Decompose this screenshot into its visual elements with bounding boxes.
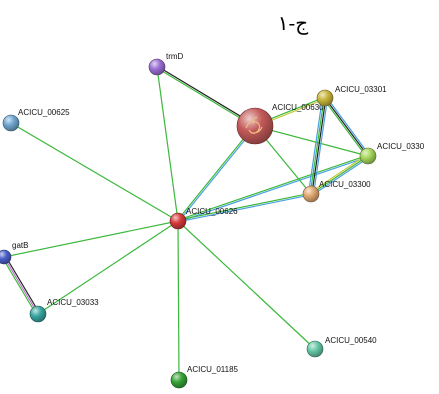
node-circle[interactable] <box>236 107 274 145</box>
edge-line <box>323 98 368 158</box>
node-label: ACICU_03301 <box>335 85 387 94</box>
edge-line <box>312 98 329 195</box>
edge-line <box>178 156 369 223</box>
node-ACICU_00540[interactable]: ACICU_00540 <box>306 336 377 358</box>
edge-line <box>177 192 311 221</box>
node-circle[interactable] <box>359 147 377 165</box>
node-label: trmD <box>166 52 184 61</box>
edge-line <box>310 155 369 195</box>
edge-line <box>325 96 370 156</box>
nodes-layer: trmD ACICU_00625 ACICU_00630 ACICU_03301ACI… <box>0 52 425 389</box>
edge-line <box>178 194 312 223</box>
edge-line <box>156 67 255 128</box>
edge-line <box>37 220 179 315</box>
node-circle[interactable] <box>316 89 334 107</box>
edge-ACICU_00626-ACICU_00540 <box>177 220 316 350</box>
edge-line <box>177 220 180 381</box>
node-circle[interactable] <box>29 305 47 323</box>
node-ACICU_00626[interactable]: ACICU_00626 <box>169 207 238 230</box>
node-label: ACICU_00626 <box>186 207 238 216</box>
edge-line <box>177 154 368 221</box>
edges-layer <box>2 65 370 381</box>
edge-line <box>2 257 38 316</box>
node-ACICU_03300[interactable]: ACICU_03300 <box>302 180 371 203</box>
edge-line <box>254 125 369 157</box>
edge-line <box>311 156 370 196</box>
node-ACICU_00625[interactable]: ACICU_00625 <box>2 108 70 132</box>
node-circle[interactable] <box>169 212 187 230</box>
node-circle[interactable] <box>170 371 188 389</box>
edge-line <box>156 66 179 222</box>
node-ACICU_00630[interactable]: ACICU_00630 <box>236 103 324 145</box>
edge-line <box>309 154 368 194</box>
edge-line <box>307 97 324 194</box>
node-ACICU_03301[interactable]: ACICU_03301 <box>316 85 387 107</box>
node-gatB[interactable]: gatB <box>0 241 28 265</box>
edge-line <box>309 97 325 194</box>
edge-ACICU_00626-ACICU_00625 <box>10 122 179 222</box>
edge-line <box>3 256 39 315</box>
node-label: ACICU_03300 <box>319 180 371 189</box>
node-label: ACICU_00625 <box>18 108 70 117</box>
node-ACICU_03033[interactable]: ACICU_03033 <box>29 298 99 323</box>
node-ACICU_0330x[interactable]: ACICU_0330 <box>359 142 425 165</box>
edge-line <box>177 220 316 350</box>
edge-ACICU_00626-ACICU_00630 <box>176 125 257 222</box>
node-circle[interactable] <box>306 340 324 358</box>
edge-ACICU_00626-ACICU_01185 <box>177 220 180 381</box>
edge-line <box>10 122 179 222</box>
edge-line <box>157 65 256 126</box>
figure-heading: ج-١ <box>278 11 309 35</box>
edge-ACICU_00626-ACICU_03033 <box>37 220 179 315</box>
edge-ACICU_00630-ACICU_0330x <box>254 125 369 157</box>
node-label: ACICU_0330 <box>377 142 425 151</box>
edge-line <box>324 97 369 157</box>
node-ACICU_01185[interactable]: ACICU_01185 <box>170 365 239 389</box>
edge-gatB-ACICU_03033 <box>2 255 40 316</box>
edge-ACICU_0330x-ACICU_03300 <box>309 154 370 196</box>
node-label: ACICU_00540 <box>325 336 377 345</box>
node-label: ACICU_00630 <box>272 103 324 112</box>
edge-line <box>176 125 255 221</box>
node-label: ACICU_01185 <box>187 365 239 374</box>
edge-ACICU_03301-ACICU_0330x <box>323 96 370 158</box>
edge-ACICU_00626-ACICU_03300 <box>177 192 312 223</box>
edge-ACICU_00626-trmD <box>156 66 179 222</box>
node-trmD[interactable]: trmD <box>148 52 184 76</box>
edge-ACICU_03301-ACICU_03300 <box>307 97 329 195</box>
protein-structure-icon <box>245 116 263 134</box>
node-circle[interactable] <box>148 58 166 76</box>
node-label: ACICU_03033 <box>47 298 99 307</box>
node-label: gatB <box>12 241 28 250</box>
edge-trmD-ACICU_00630 <box>156 65 256 128</box>
node-circle[interactable] <box>2 114 20 132</box>
edge-line <box>3 220 179 258</box>
edge-line <box>4 255 40 314</box>
node-circle[interactable] <box>302 185 320 203</box>
edge-ACICU_00626-ACICU_0330x <box>177 154 369 223</box>
edge-line <box>311 98 327 195</box>
node-circle[interactable] <box>0 249 12 265</box>
edge-line <box>178 126 257 222</box>
edge-ACICU_00626-gatB <box>3 220 179 258</box>
